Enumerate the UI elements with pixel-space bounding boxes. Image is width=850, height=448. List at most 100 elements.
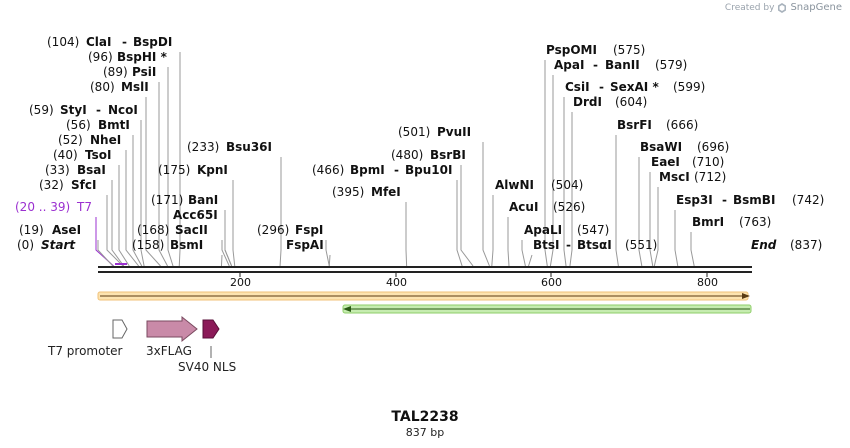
leader-line-mfei <box>405 202 408 267</box>
site-bmti[interactable]: (56) BmtI <box>66 118 130 132</box>
site-tsoi-pos: (40) <box>53 148 78 162</box>
site-sfci-name: SfcI <box>71 178 96 192</box>
site-bsu36i[interactable]: (233) Bsu36I <box>187 140 272 154</box>
leader-line-nhei <box>125 150 140 267</box>
site-start[interactable]: (0) Start <box>17 238 76 252</box>
leader-line-msci <box>653 187 659 267</box>
start-pos: (0) <box>17 238 34 252</box>
ruler: 200 400 600 800 <box>230 272 718 289</box>
site-fspi[interactable]: (296) FspI <box>257 223 323 237</box>
site-acui[interactable]: AcuI (526) <box>509 200 585 214</box>
site-clai[interactable]: (104) ClaI - BspDI <box>47 35 172 49</box>
site-csii[interactable]: CsiI - SexAI * (599) <box>565 80 705 94</box>
site-msli-name: MslI <box>121 80 149 94</box>
site-bpmi[interactable]: (466) BpmI - Bpu10I <box>312 163 452 177</box>
site-fspi-name: FspI <box>295 223 323 237</box>
site-mfei-pos: (395) <box>332 185 364 199</box>
site-acui-pos: (526) <box>553 200 585 214</box>
site-banii-name: BanII <box>605 58 640 72</box>
site-fspi-pos: (296) <box>257 223 289 237</box>
site-pspomi-name: PspOMI <box>546 43 597 57</box>
site-eaei-name: EaeI <box>651 155 680 169</box>
start-name: Start <box>41 238 76 252</box>
leader-line-t7 <box>95 217 114 267</box>
leader-line-fspai <box>328 254 331 267</box>
site-tsoi[interactable]: (40) TsoI <box>53 148 111 162</box>
site-esp3i-name: Esp3I <box>676 193 713 207</box>
site-bsrbi-pos: (480) <box>391 148 423 162</box>
site-eaei[interactable]: EaeI (710) <box>651 155 724 169</box>
site-kpni[interactable]: (175) KpnI <box>158 163 228 177</box>
site-bsphi-pos: (96) <box>88 50 113 64</box>
leader-line-apali <box>521 240 526 267</box>
site-bsu36i-pos: (233) <box>187 140 219 154</box>
feature-t7-promoter[interactable]: T7 promoter <box>47 319 128 358</box>
t7-name: T7 <box>76 200 92 214</box>
sequence-backbone[interactable] <box>98 266 752 273</box>
snapgene-branding: Created by SnapGene <box>725 2 842 13</box>
orf-forward[interactable] <box>97 291 750 301</box>
feature-sv40-nls[interactable]: SV40 NLS <box>178 319 236 374</box>
site-bsmi-pos: (158) <box>132 238 164 252</box>
leader-line-styi <box>140 120 145 267</box>
site-msli[interactable]: (80) MslI <box>90 80 149 94</box>
site-acc65i[interactable]: Acc65I <box>173 208 218 222</box>
leader-line-csii <box>563 97 567 267</box>
site-bsphi[interactable]: (96) BspHI * <box>88 50 168 64</box>
orf-reverse[interactable] <box>342 304 752 314</box>
site-asei[interactable]: (19) AseI <box>19 223 81 237</box>
site-alwni[interactable]: AlwNI (504) <box>495 178 583 192</box>
site-apai[interactable]: ApaI - BanII (579) <box>554 58 687 72</box>
site-sfci[interactable]: (32) SfcI <box>39 178 96 192</box>
site-bani-pos: (171) <box>151 193 183 207</box>
site-sexai-name: SexAI * <box>610 80 659 94</box>
site-acc65i-name: Acc65I <box>173 208 218 222</box>
site-bmri-name: BmrI <box>692 215 724 229</box>
site-fspai[interactable]: FspAI <box>286 238 324 252</box>
site-bsawi[interactable]: BsaWI (696) <box>640 140 729 154</box>
site-kpni-pos: (175) <box>158 163 190 177</box>
site-ncoi-name: NcoI <box>108 103 138 117</box>
site-mfei[interactable]: (395) MfeI <box>332 185 401 199</box>
site-pvuii[interactable]: (501) PvuII <box>398 125 471 139</box>
site-bsrfi[interactable]: BsrFI (666) <box>617 118 698 132</box>
site-bani[interactable]: (171) BanI <box>151 193 218 207</box>
site-end[interactable]: End (837) <box>751 238 822 252</box>
leader-line-btsi <box>528 254 533 267</box>
site-styi[interactable]: (59) StyI - NcoI <box>29 103 138 117</box>
site-bsphi-name: BspHI * <box>117 50 168 64</box>
site-fspai-name: FspAI <box>286 238 324 252</box>
site-bpu10i-name: Bpu10I <box>405 163 452 177</box>
site-pspomi[interactable]: PspOMI (575) <box>546 43 645 57</box>
map-title: TAL2238 <box>391 409 458 425</box>
site-bmti-name: BmtI <box>98 118 130 132</box>
site-bmri-pos: (763) <box>739 215 771 229</box>
leader-line-esp3i <box>674 210 679 267</box>
site-pvuii-name: PvuII <box>437 125 471 139</box>
t7-pos: (20 .. 39) <box>15 200 70 214</box>
site-esp3i[interactable]: Esp3I - BsmBI (742) <box>676 193 824 207</box>
site-sacii[interactable]: (168) SacII <box>137 223 208 237</box>
feature-label-3xflag: 3xFLAG <box>146 344 192 358</box>
feature-t7-label[interactable]: (20 .. 39) T7 <box>15 200 92 214</box>
leader-line-acui <box>507 217 510 267</box>
site-drdi[interactable]: DrdI (604) <box>573 95 647 109</box>
site-alwni-name: AlwNI <box>495 178 534 192</box>
site-nhei-pos: (52) <box>58 133 83 147</box>
site-bsai[interactable]: (33) BsaI <box>45 163 106 177</box>
site-psii[interactable]: (89) PsiI <box>103 65 156 79</box>
site-msci[interactable]: MscI (712) <box>659 170 726 184</box>
site-bsrfi-pos: (666) <box>666 118 698 132</box>
leader-line-bsrbi <box>460 165 474 267</box>
site-apali[interactable]: ApaLI (547) <box>524 223 609 237</box>
leader-line-pspomi <box>544 60 548 267</box>
feature-3xflag[interactable]: 3xFLAG <box>146 315 198 358</box>
site-bsmi[interactable]: (158) BsmI <box>132 238 203 252</box>
site-btsi[interactable]: BtsI - BtsαI (551) <box>533 238 657 252</box>
site-acui-name: AcuI <box>509 200 538 214</box>
site-bmri[interactable]: BmrI (763) <box>692 215 771 229</box>
feature-label-t7-promoter: T7 promoter <box>47 344 123 358</box>
leader-line-bsu36i <box>279 157 282 267</box>
site-bsrbi[interactable]: (480) BsrBI <box>391 148 466 162</box>
site-nhei[interactable]: (52) NheI <box>58 133 121 147</box>
